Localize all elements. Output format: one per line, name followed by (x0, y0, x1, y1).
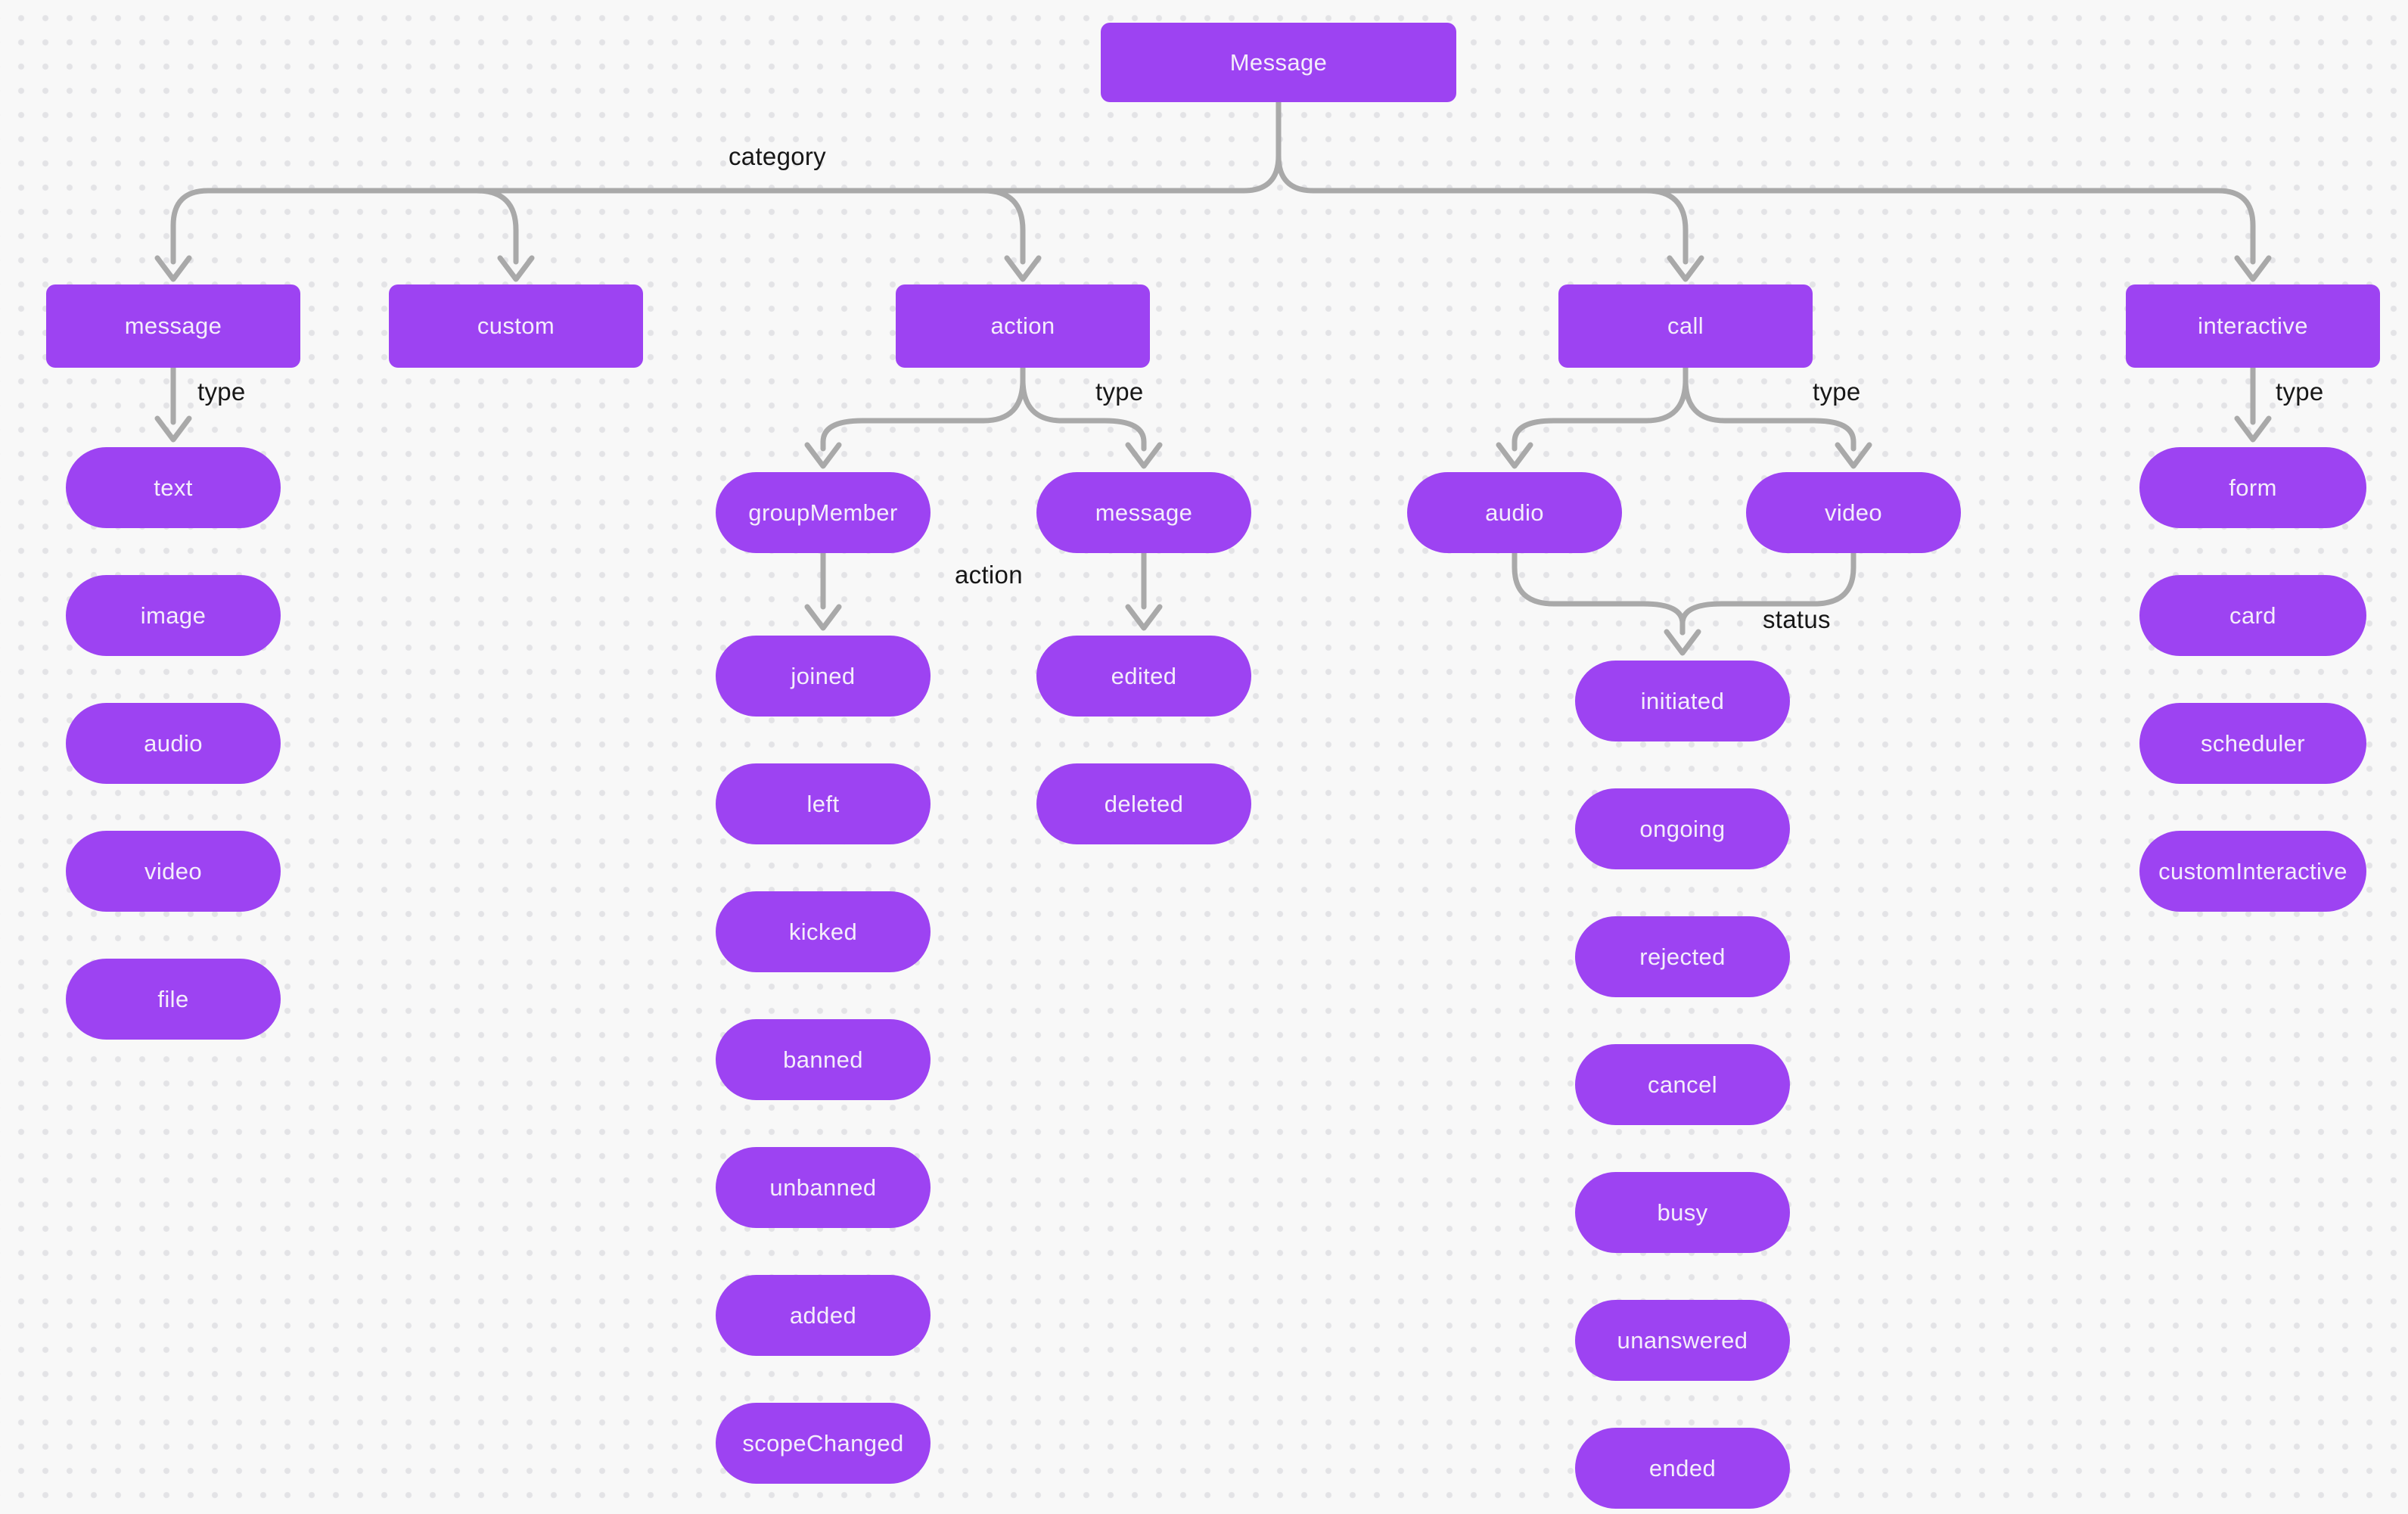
edge-video-to-status (1679, 550, 1856, 636)
node-category-interactive[interactable]: interactive (2126, 284, 2380, 368)
arrowhead-audio (1496, 442, 1533, 469)
node-call-status-ongoing[interactable]: ongoing (1575, 788, 1790, 869)
node-call-status-ended[interactable]: ended (1575, 1428, 1790, 1509)
edge-label-category: category (729, 142, 826, 170)
node-interactive-type-scheduler[interactable]: scheduler (2139, 703, 2366, 784)
node-category-call[interactable]: call (1558, 284, 1813, 368)
edge-call-to-audio (1512, 365, 1689, 452)
node-gm-action-added[interactable]: added (716, 1275, 931, 1356)
node-gm-action-scopechanged[interactable]: scopeChanged (716, 1403, 931, 1484)
edge-call-to-video (1682, 365, 1856, 452)
edge-rail-to-call (1643, 188, 1689, 265)
node-interactive-type-card[interactable]: card (2139, 575, 2366, 656)
arrowhead-edited (1125, 604, 1163, 631)
edge-label-type-action: type (1095, 378, 1144, 406)
edge-root-to-category-interactive (1275, 99, 2256, 265)
arrowhead-groupmember (804, 442, 842, 469)
node-message-type-audio[interactable]: audio (66, 703, 281, 784)
arrowhead-message-type (1125, 442, 1163, 469)
arrowhead-video (1835, 442, 1872, 469)
edge-audio-to-status (1512, 550, 1686, 636)
arrowhead-initiated (1664, 629, 1701, 656)
node-call-status-rejected[interactable]: rejected (1575, 916, 1790, 997)
arrowhead-call (1667, 255, 1704, 282)
edge-label-status: status (1763, 605, 1831, 633)
edge-rail-to-action (980, 188, 1026, 265)
edge-action-to-groupmember (820, 365, 1026, 452)
node-msg-action-deleted[interactable]: deleted (1036, 763, 1251, 844)
node-interactive-type-custominteractive[interactable]: customInteractive (2139, 831, 2366, 912)
edge-rail-to-custom (474, 188, 519, 265)
edge-label-type-message: type (197, 378, 246, 406)
node-gm-action-left[interactable]: left (716, 763, 931, 844)
arrowhead-custom (497, 255, 535, 282)
node-action-type-message[interactable]: message (1036, 472, 1251, 553)
node-category-action[interactable]: action (896, 284, 1150, 368)
node-message-type-video[interactable]: video (66, 831, 281, 912)
node-call-status-unanswered[interactable]: unanswered (1575, 1300, 1790, 1381)
node-gm-action-banned[interactable]: banned (716, 1019, 931, 1100)
arrowhead-joined (804, 604, 842, 631)
arrowhead-text (154, 415, 192, 443)
arrowhead-category-message (154, 255, 192, 282)
arrowhead-category-interactive (2234, 255, 2272, 282)
node-call-status-busy[interactable]: busy (1575, 1172, 1790, 1253)
node-call-type-audio[interactable]: audio (1407, 472, 1622, 553)
node-msg-action-edited[interactable]: edited (1036, 636, 1251, 717)
node-gm-action-unbanned[interactable]: unbanned (716, 1147, 931, 1228)
arrowhead-form (2234, 415, 2272, 443)
node-gm-action-joined[interactable]: joined (716, 636, 931, 717)
arrowhead-action (1004, 255, 1042, 282)
node-gm-action-kicked[interactable]: kicked (716, 891, 931, 972)
node-action-type-groupmember[interactable]: groupMember (716, 472, 931, 553)
node-call-status-cancel[interactable]: cancel (1575, 1044, 1790, 1125)
node-call-type-video[interactable]: video (1746, 472, 1961, 553)
edge-label-type-interactive: type (2276, 378, 2324, 406)
edge-action-to-message-type (1020, 365, 1147, 452)
edge-label-action: action (955, 561, 1023, 589)
node-message-type-file[interactable]: file (66, 959, 281, 1040)
edge-label-type-call: type (1813, 378, 1861, 406)
edge-group (154, 99, 2272, 656)
edge-root-to-category-message (170, 99, 1282, 265)
node-category-message[interactable]: message (46, 284, 300, 368)
node-message-type-image[interactable]: image (66, 575, 281, 656)
node-call-status-initiated[interactable]: initiated (1575, 661, 1790, 741)
node-category-custom[interactable]: custom (389, 284, 643, 368)
node-interactive-type-form[interactable]: form (2139, 447, 2366, 528)
node-root-message[interactable]: Message (1101, 23, 1456, 102)
node-message-type-text[interactable]: text (66, 447, 281, 528)
